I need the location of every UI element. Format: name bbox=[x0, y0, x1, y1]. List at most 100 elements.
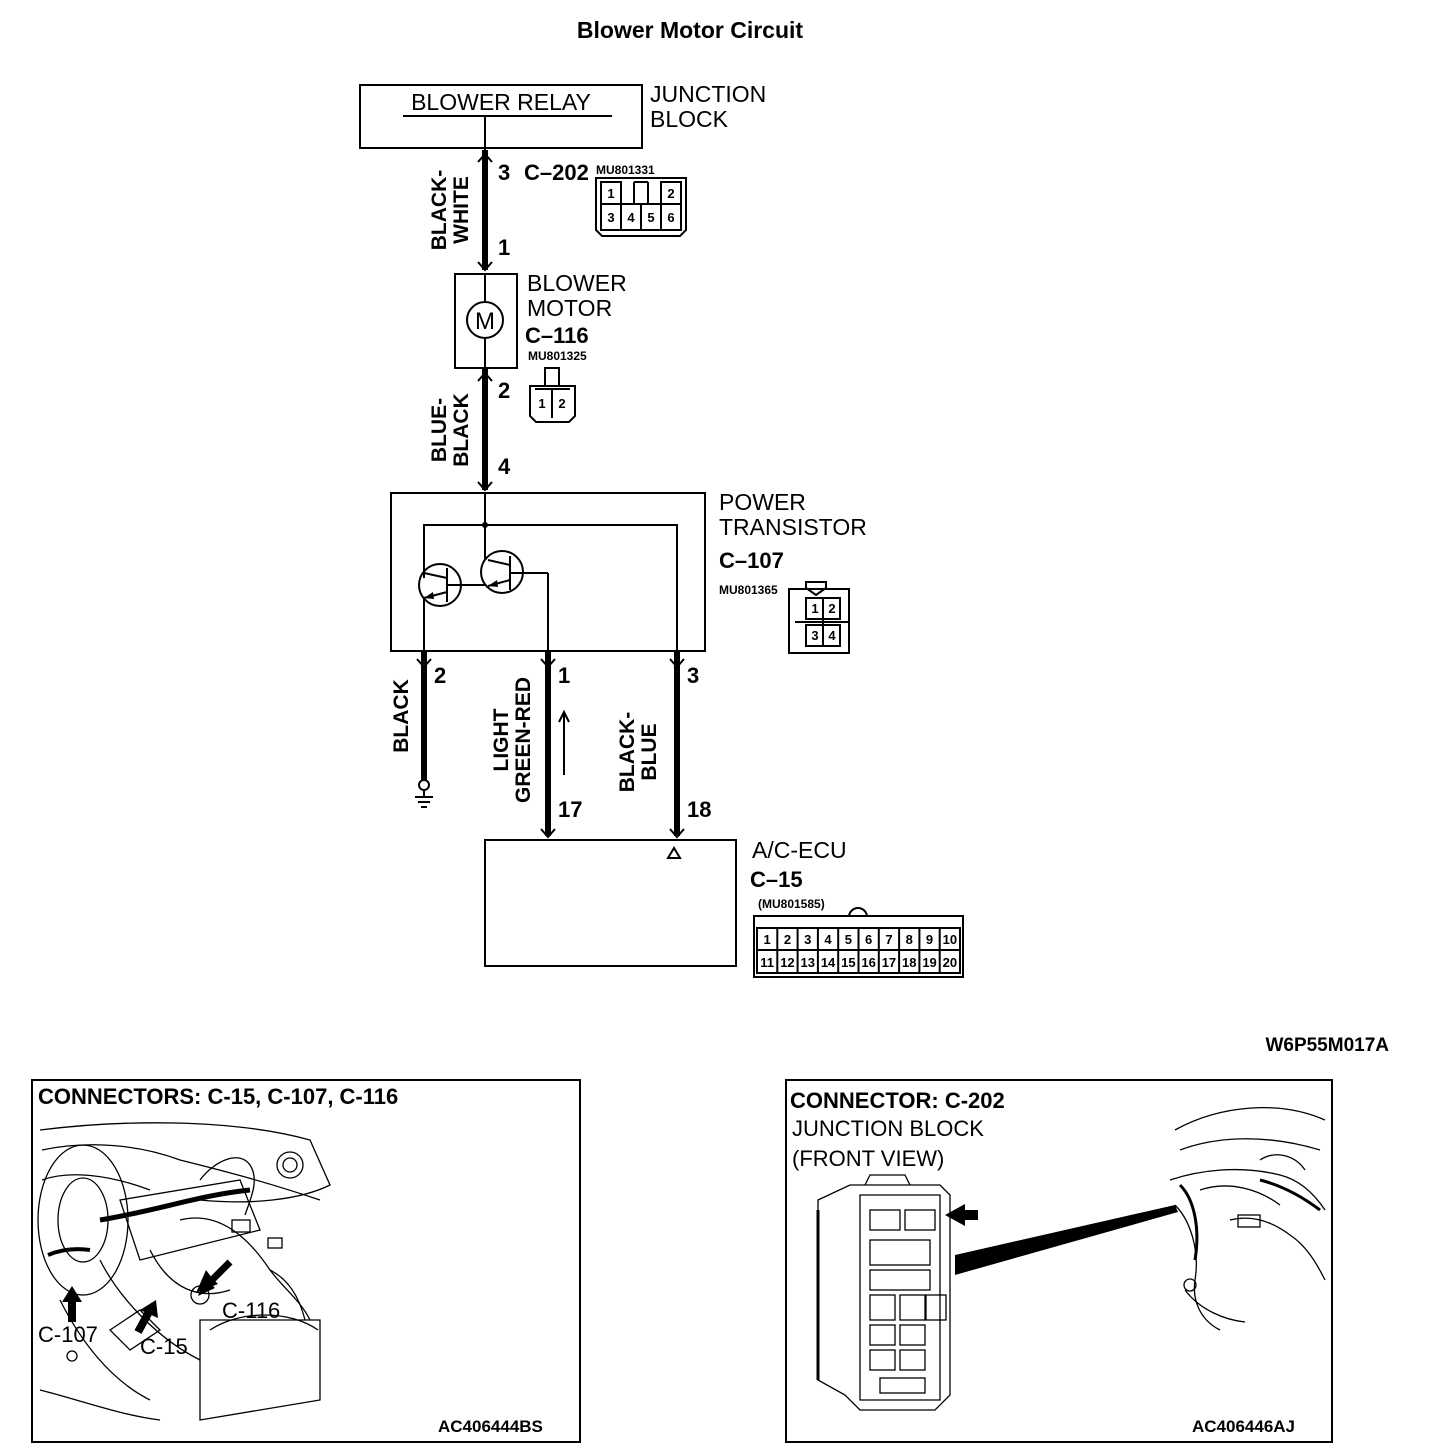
c15-pin: 14 bbox=[821, 955, 836, 970]
connector-mark bbox=[669, 828, 685, 839]
diagram-title: Blower Motor Circuit bbox=[577, 17, 804, 43]
connector-mark bbox=[540, 658, 556, 669]
svg-text:3: 3 bbox=[607, 210, 614, 225]
connector-mark bbox=[477, 152, 493, 163]
ecu-delta-mark bbox=[666, 846, 682, 859]
c15-pin: 15 bbox=[841, 955, 855, 970]
panel-left-figure-code: AC406444BS bbox=[438, 1417, 543, 1436]
svg-text:1: 1 bbox=[607, 186, 614, 201]
connector-mark bbox=[477, 261, 493, 272]
connector-location-panel-right: CONNECTOR: C-202 JUNCTION BLOCK (FRONT V… bbox=[785, 1079, 1333, 1443]
c15-pin: 13 bbox=[801, 955, 815, 970]
connector-mark bbox=[477, 481, 493, 492]
svg-text:BLACK: BLACK bbox=[450, 393, 473, 467]
c15-pin: 4 bbox=[824, 932, 832, 947]
svg-text:WHITE: WHITE bbox=[450, 176, 473, 244]
c15-pin: 3 bbox=[804, 932, 811, 947]
wire-label-black: BLACK bbox=[390, 679, 413, 753]
blower-motor-label-2: MOTOR bbox=[527, 295, 612, 321]
junction-block-label-2: BLOCK bbox=[650, 106, 729, 132]
dashboard-illustration-left bbox=[37, 1122, 331, 1421]
signal-arrow bbox=[558, 709, 570, 775]
c15-pin: 12 bbox=[780, 955, 794, 970]
svg-text:BLUE-: BLUE- bbox=[428, 398, 451, 462]
power-transistor bbox=[390, 492, 706, 652]
panel-left-title: CONNECTORS: C-15, C-107, C-116 bbox=[38, 1084, 398, 1109]
blower-motor: M bbox=[454, 273, 518, 369]
relay-pin-3: 3 bbox=[498, 160, 510, 185]
connector-face-c202: 1 2 3 4 5 6 bbox=[595, 177, 687, 237]
svg-text:4: 4 bbox=[828, 628, 836, 643]
c15-pin: 5 bbox=[845, 932, 852, 947]
svg-text:2: 2 bbox=[667, 186, 674, 201]
transistor-pin-3: 3 bbox=[687, 663, 699, 688]
connector-location-panel-left: CONNECTORS: C-15, C-107, C-116 bbox=[31, 1079, 581, 1443]
svg-text:1: 1 bbox=[538, 396, 545, 411]
wire-label-light-green-red: LIGHT GREEN-RED bbox=[490, 677, 535, 803]
connector-mark bbox=[540, 828, 556, 839]
dashboard-illustration-right bbox=[1169, 1107, 1326, 1331]
pointer-arrow-right bbox=[945, 1204, 978, 1226]
svg-text:1: 1 bbox=[811, 601, 818, 616]
c15-pin: 11 bbox=[760, 955, 774, 970]
svg-text:3: 3 bbox=[811, 628, 818, 643]
transistor-pin-2: 2 bbox=[434, 663, 446, 688]
callout-c107: C-107 bbox=[38, 1322, 98, 1347]
callout-c116: C-116 bbox=[222, 1298, 280, 1323]
panel-right-subtitle-1: JUNCTION BLOCK bbox=[792, 1116, 984, 1141]
part-no-mu801365: MU801365 bbox=[719, 583, 778, 597]
svg-text:LIGHT: LIGHT bbox=[490, 708, 513, 771]
connector-mark bbox=[416, 658, 432, 669]
transistor-pin-1: 1 bbox=[558, 663, 570, 688]
ecu-pin-17: 17 bbox=[558, 797, 582, 822]
c15-pin: 7 bbox=[885, 932, 892, 947]
motor-pin-2: 2 bbox=[498, 378, 510, 403]
callout-c15: C-15 bbox=[140, 1334, 188, 1359]
power-transistor-label-2: TRANSISTOR bbox=[719, 514, 867, 540]
svg-text:5: 5 bbox=[647, 210, 654, 225]
c15-pin: 16 bbox=[861, 955, 875, 970]
panel-right-figure-code: AC406446AJ bbox=[1192, 1417, 1295, 1436]
connector-face-c107: 1 2 3 4 bbox=[788, 581, 850, 654]
junction-block-label-1: JUNCTION bbox=[650, 81, 766, 107]
c15-pin: 18 bbox=[902, 955, 916, 970]
c15-pin: 1 bbox=[764, 932, 771, 947]
svg-text:6: 6 bbox=[667, 210, 674, 225]
svg-text:2: 2 bbox=[828, 601, 835, 616]
c15-pin: 9 bbox=[926, 932, 933, 947]
svg-text:BLACK: BLACK bbox=[390, 679, 413, 753]
svg-text:GREEN-RED: GREEN-RED bbox=[512, 677, 535, 803]
panel-right-subtitle-2: (FRONT VIEW) bbox=[792, 1146, 944, 1171]
wire-label-black-blue: BLACK- BLUE bbox=[616, 712, 661, 792]
ac-ecu bbox=[484, 839, 737, 967]
blower-relay-label: BLOWER RELAY bbox=[411, 89, 591, 115]
blower-motor-label-1: BLOWER bbox=[527, 270, 627, 296]
connector-c116: C–116 bbox=[525, 323, 589, 348]
ground-symbol bbox=[415, 779, 433, 808]
ac-ecu-label: A/C-ECU bbox=[752, 837, 847, 863]
motor-symbol: M bbox=[475, 308, 495, 335]
c15-pin: 20 bbox=[943, 955, 957, 970]
wire-label-black-white: BLACK- WHITE bbox=[428, 170, 473, 250]
c15-pin: 8 bbox=[906, 932, 913, 947]
power-transistor-label-1: POWER bbox=[719, 489, 806, 515]
motor-pin-1: 1 bbox=[498, 235, 510, 260]
pointer-beam bbox=[955, 1205, 1178, 1275]
ecu-pin-18: 18 bbox=[687, 797, 711, 822]
c15-pin: 2 bbox=[784, 932, 791, 947]
part-no-mu801331: MU801331 bbox=[596, 163, 655, 177]
svg-text:BLACK-: BLACK- bbox=[616, 712, 639, 792]
part-no-mu801325: MU801325 bbox=[528, 349, 587, 363]
wire-label-blue-black: BLUE- BLACK bbox=[428, 393, 473, 467]
connector-c15: C–15 bbox=[750, 867, 803, 892]
c15-pin: 10 bbox=[943, 932, 957, 947]
figure-code: W6P55M017A bbox=[1265, 1035, 1389, 1056]
junction-block-illustration bbox=[816, 1174, 951, 1411]
svg-text:4: 4 bbox=[627, 210, 635, 225]
panel-right-title: CONNECTOR: C-202 bbox=[790, 1088, 1005, 1113]
transistor-pin-4: 4 bbox=[498, 454, 511, 479]
svg-text:BLUE: BLUE bbox=[638, 723, 661, 780]
part-no-mu801585: (MU801585) bbox=[758, 897, 825, 911]
c15-pin: 19 bbox=[922, 955, 936, 970]
